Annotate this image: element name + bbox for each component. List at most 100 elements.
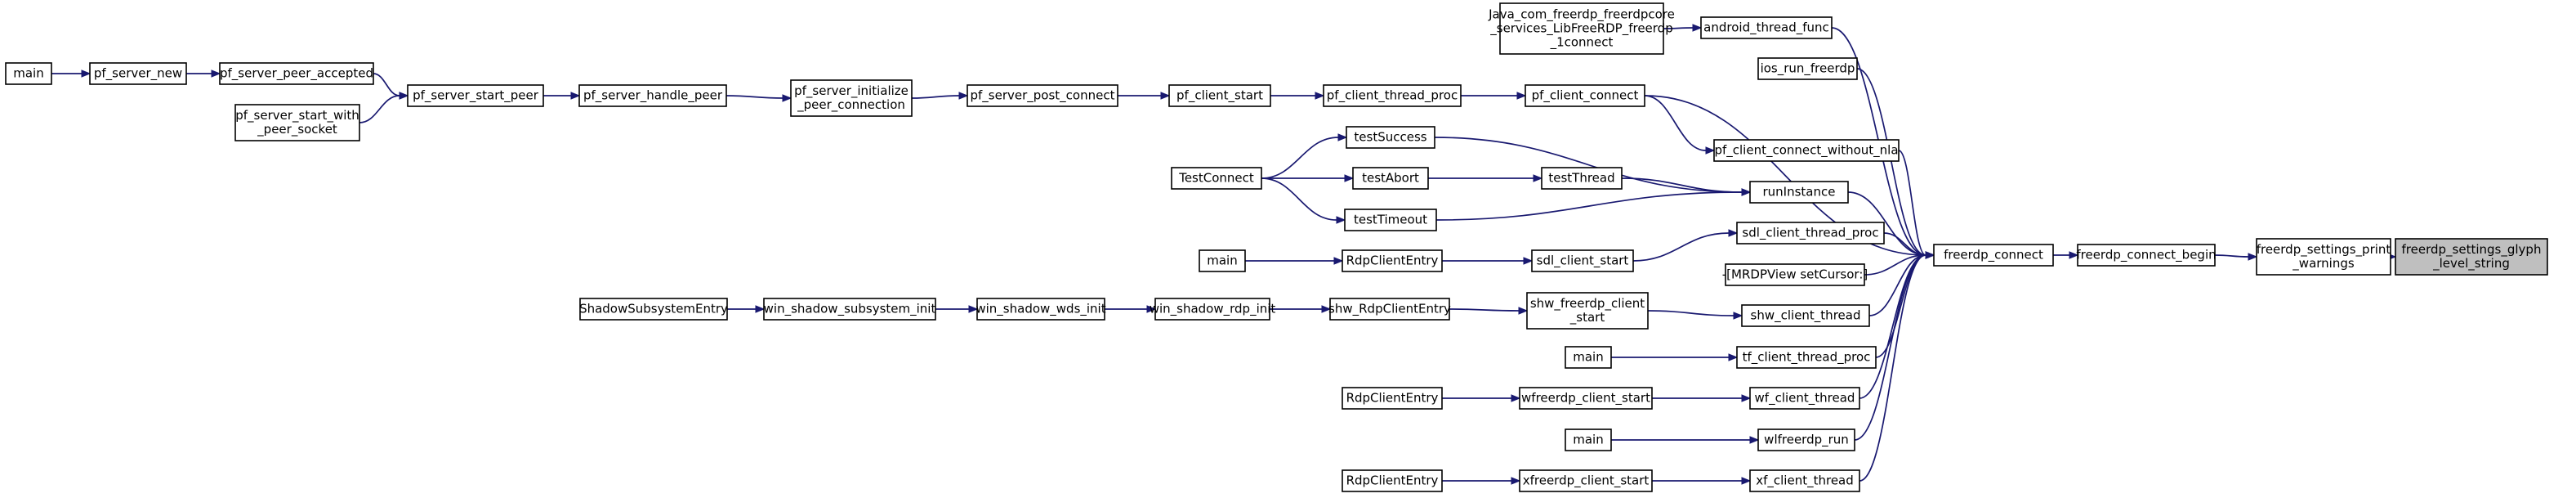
node-freerdp-connect[interactable]: freerdp_connect <box>1933 244 2054 267</box>
arrowhead <box>1511 477 1521 485</box>
node-rdpcliententry[interactable]: RdpClientEntry <box>1342 469 1443 492</box>
node-label-line: xfreerdp_client_start <box>1523 473 1650 489</box>
node-testsuccess[interactable]: testSuccess <box>1346 126 1435 149</box>
edge-n-main1-to-n-server-new <box>51 70 92 78</box>
edge-line <box>2214 254 2249 258</box>
node-pf-client-connect-without-nla[interactable]: pf_client_connect_without_nla <box>1713 139 1900 162</box>
node-main[interactable]: main <box>1565 346 1612 369</box>
node-pf-client-connect[interactable]: pf_client_connect <box>1525 84 1645 107</box>
edge-line <box>1621 177 1743 193</box>
node-label-line: pf_client_connect <box>1532 88 1639 104</box>
node-win-shadow-wds-init[interactable]: win_shadow_wds_init <box>975 298 1106 321</box>
node-box <box>1749 469 1860 492</box>
edge-line <box>1647 310 1734 316</box>
node-label-line: pf_client_connect_without_nla <box>1714 143 1898 159</box>
node-testconnect[interactable]: TestConnect <box>1171 167 1262 190</box>
node-label-line: RdpClientEntry <box>1346 473 1439 488</box>
edge-n-rdpentry1-to-n-sdl-start <box>1441 257 1534 265</box>
node-testabort[interactable]: testAbort <box>1352 167 1429 190</box>
node-pf-server-initialize-peer-connection[interactable]: pf_server_initialize_peer_connection <box>790 79 913 117</box>
node-shadowsubsystementry[interactable]: ShadowSubsystemEntry <box>579 298 728 321</box>
arrowhead <box>1160 92 1171 100</box>
edge-n-shw-entry-to-n-shw-start <box>1449 307 1529 315</box>
node-label-line: tf_client_thread_proc <box>1743 350 1871 366</box>
node-sdl-client-thread-proc[interactable]: sdl_client_thread_proc <box>1736 222 1885 245</box>
node-box <box>1352 167 1429 190</box>
node-wfreerdp-client-start[interactable]: wfreerdp_client_start <box>1519 387 1653 410</box>
node-pf-server-handle-peer[interactable]: pf_server_handle_peer <box>578 84 727 107</box>
node-win-shadow-rdp-init[interactable]: win_shadow_rdp_init <box>1150 298 1276 321</box>
edge-line <box>1854 254 1926 441</box>
node-box <box>1519 387 1653 410</box>
node-xfreerdp-client-start[interactable]: xfreerdp_client_start <box>1519 469 1653 492</box>
node-xf-client-thread[interactable]: xf_client_thread <box>1749 469 1860 492</box>
node-box <box>578 84 727 107</box>
node-main[interactable]: main <box>5 62 52 85</box>
edge-n-post-connect-to-n-client-start <box>1118 92 1171 100</box>
node-wlfreerdp-run[interactable]: wlfreerdp_run <box>1757 428 1855 451</box>
node-mrdpview-setcursor[interactable]: -[MRDPView setCursor:] <box>1722 263 1868 286</box>
node-ios-run-freerdp[interactable]: ios_run_freerdp <box>1757 57 1858 80</box>
node-pf-server-new[interactable]: pf_server_new <box>89 62 187 85</box>
arrowhead <box>1741 394 1752 402</box>
arrowhead <box>211 70 221 78</box>
node-box <box>1154 298 1270 321</box>
node-label-line: freerdp_connect <box>1944 248 2043 263</box>
node-win-shadow-subsystem-init[interactable]: win_shadow_subsystem_init <box>763 298 936 321</box>
node-rdpcliententry[interactable]: RdpClientEntry <box>1342 387 1443 410</box>
node-shw-freerdp-client-start[interactable]: shw_freerdp_client_start <box>1526 292 1649 330</box>
edge-n-testconnect-to-n-testtimeout <box>1261 177 1346 224</box>
node-box <box>1757 57 1858 80</box>
node-label-line: wf_client_thread <box>1755 391 1855 406</box>
node-box <box>1736 346 1877 369</box>
node-shw-client-thread[interactable]: shw_client_thread <box>1741 304 1870 327</box>
edge-n-start-peer-to-n-handle-peer <box>543 92 581 100</box>
edge-n-testconnect-to-n-testsuccess <box>1261 133 1348 179</box>
arrowhead <box>81 70 92 78</box>
node-android-thread-func[interactable]: android_thread_func <box>1700 16 1833 39</box>
arrowhead <box>1321 305 1332 313</box>
node-runinstance[interactable]: runInstance <box>1749 181 1849 204</box>
node-testtimeout[interactable]: testTimeout <box>1344 209 1437 231</box>
node-label-line: testTimeout <box>1354 213 1427 227</box>
edge-n-sdl-start-to-n-sdl-proc <box>1632 229 1739 262</box>
node-box <box>1519 469 1653 492</box>
node-pf-server-start-peer[interactable]: pf_server_start_peer <box>407 84 544 107</box>
edge-n-tf-proc-to-n-connect <box>1875 251 1935 358</box>
node-wf-client-thread[interactable]: wf_client_thread <box>1749 387 1860 410</box>
node-pf-client-thread-proc[interactable]: pf_client_thread_proc <box>1323 84 1462 107</box>
node-box <box>1171 167 1262 190</box>
node-box <box>967 84 1118 107</box>
node-label-line: sdl_client_start <box>1537 253 1629 269</box>
node-label-line: -[MRDPView setCursor:] <box>1722 267 1868 282</box>
edge-n-client-start-to-n-thread-proc <box>1270 92 1325 100</box>
node-box <box>790 79 913 117</box>
node-label-line: shw_freerdp_client <box>1530 296 1645 312</box>
node-box <box>1736 222 1885 245</box>
node-rdpcliententry[interactable]: RdpClientEntry <box>1342 249 1443 272</box>
node-java-com-freerdp-freerdpcore-services-libfreerdp-freerdp-1connect[interactable]: Java_com_freerdp_freerdpcore_services_Li… <box>1488 2 1675 55</box>
node-label-line: wfreerdp_client_start <box>1521 391 1650 406</box>
arrowhead <box>1333 257 1344 265</box>
node-pf-client-start[interactable]: pf_client_start <box>1168 84 1271 107</box>
node-label-line: pf_server_start_with <box>235 108 359 123</box>
edge-line <box>1898 150 1926 256</box>
node-box <box>1565 346 1612 369</box>
arrowhead <box>755 305 766 313</box>
node-label-line: Java_com_freerdp_freerdpcore <box>1488 7 1675 23</box>
node-sdl-client-start[interactable]: sdl_client_start <box>1531 249 1634 272</box>
arrowhead <box>1344 174 1355 182</box>
node-testthread[interactable]: testThread <box>1541 167 1623 190</box>
node-freerdp-settings-glyph-level-string[interactable]: freerdp_settings_glyph_level_string <box>2395 238 2548 276</box>
node-tf-client-thread-proc[interactable]: tf_client_thread_proc <box>1736 346 1877 369</box>
node-label-line: sdl_client_thread_proc <box>1742 226 1878 241</box>
node-pf-server-post-connect[interactable]: pf_server_post_connect <box>967 84 1118 107</box>
node-shw-rdpcliententry[interactable]: shw_RdpClientEntry <box>1328 298 1451 321</box>
node-main[interactable]: main <box>1565 428 1612 451</box>
node-pf-server-peer-accepted[interactable]: pf_server_peer_accepted <box>219 62 374 85</box>
node-freerdp-settings-print-warnings[interactable]: freerdp_settings_print_warnings <box>2256 238 2391 276</box>
node-main[interactable]: main <box>1199 249 1246 272</box>
node-label-line: pf_server_start_peer <box>413 88 539 104</box>
node-freerdp-connect-begin[interactable]: freerdp_connect_begin <box>2076 244 2217 267</box>
node-pf-server-start-with-peer-socket[interactable]: pf_server_start_with_peer_socket <box>234 104 360 141</box>
